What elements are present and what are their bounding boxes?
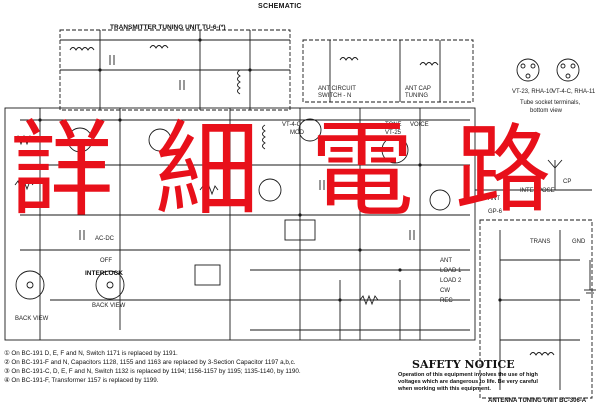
ant-cap-label: ANT CAP — [405, 86, 431, 92]
tube-vt23-label: VT-23, RHA-10 — [512, 89, 553, 95]
antenna-unit-title: ANTENNA TUNING UNIT BC-306-A — [488, 398, 587, 404]
interpose-label: INTERPOSE — [520, 188, 555, 194]
footnote-1: ① On BC-191 D, E, F and N, Switch 1171 i… — [4, 350, 178, 357]
footnote-4: ④ On BC-191-F, Transformer 1157 is repla… — [4, 377, 159, 384]
ant-terminal-label: ANT — [440, 258, 452, 264]
ant-label: ANT — [488, 196, 500, 202]
tone-label: TONE — [385, 122, 402, 128]
trans-label: TRANS — [530, 239, 550, 245]
tube-vt4c-label: VT-4-C, RHA-11 — [552, 89, 596, 95]
off-label: OFF — [100, 258, 112, 264]
interlock-label: INTERLOCK — [85, 270, 123, 277]
mod-label: MOD — [290, 130, 305, 136]
safety-heading: SAFETY NOTICE — [412, 358, 515, 371]
cp-label: CP — [563, 179, 571, 185]
cw-label: CW — [440, 288, 450, 294]
safety-body: Operation of this equipment involves the… — [398, 372, 538, 392]
footnote-2: ② On BC-191-F and N, Capacitors 1128, 11… — [4, 359, 296, 366]
rec-label: REC — [440, 298, 453, 304]
tuning-label: TUNING — [405, 93, 428, 99]
tube-note-line1: Tube socket terminals, — [520, 100, 580, 106]
load2-label: LOAD 2 — [440, 278, 462, 284]
back-view-label-left: BACK VIEW — [15, 316, 49, 322]
schematic-title: SCHEMATIC — [258, 3, 302, 10]
gp6-label: GP-6 — [488, 209, 503, 215]
voice-label: VOICE — [410, 122, 429, 128]
ac-dc-label: AC-DC — [95, 236, 115, 242]
gnd-label: GND — [572, 239, 586, 245]
load1-label: LOAD 1 — [440, 268, 462, 274]
ant-circuit-label: ANT CIRCUIT — [318, 86, 356, 92]
footnote-3: ③ On BC-191-C, D, E, F and N, Switch 113… — [4, 368, 301, 375]
vt25-label: VT-25 — [385, 130, 402, 136]
tube-note-line2: bottom view — [530, 108, 563, 114]
tuning-unit-title: TRANSMITTER TUNING UNIT TU-6-(*) — [110, 24, 226, 31]
back-view-label: BACK VIEW — [92, 303, 126, 309]
vt4c-label: VT-4-C — [282, 122, 302, 128]
switch-n-label: SWITCH - N — [318, 93, 351, 99]
